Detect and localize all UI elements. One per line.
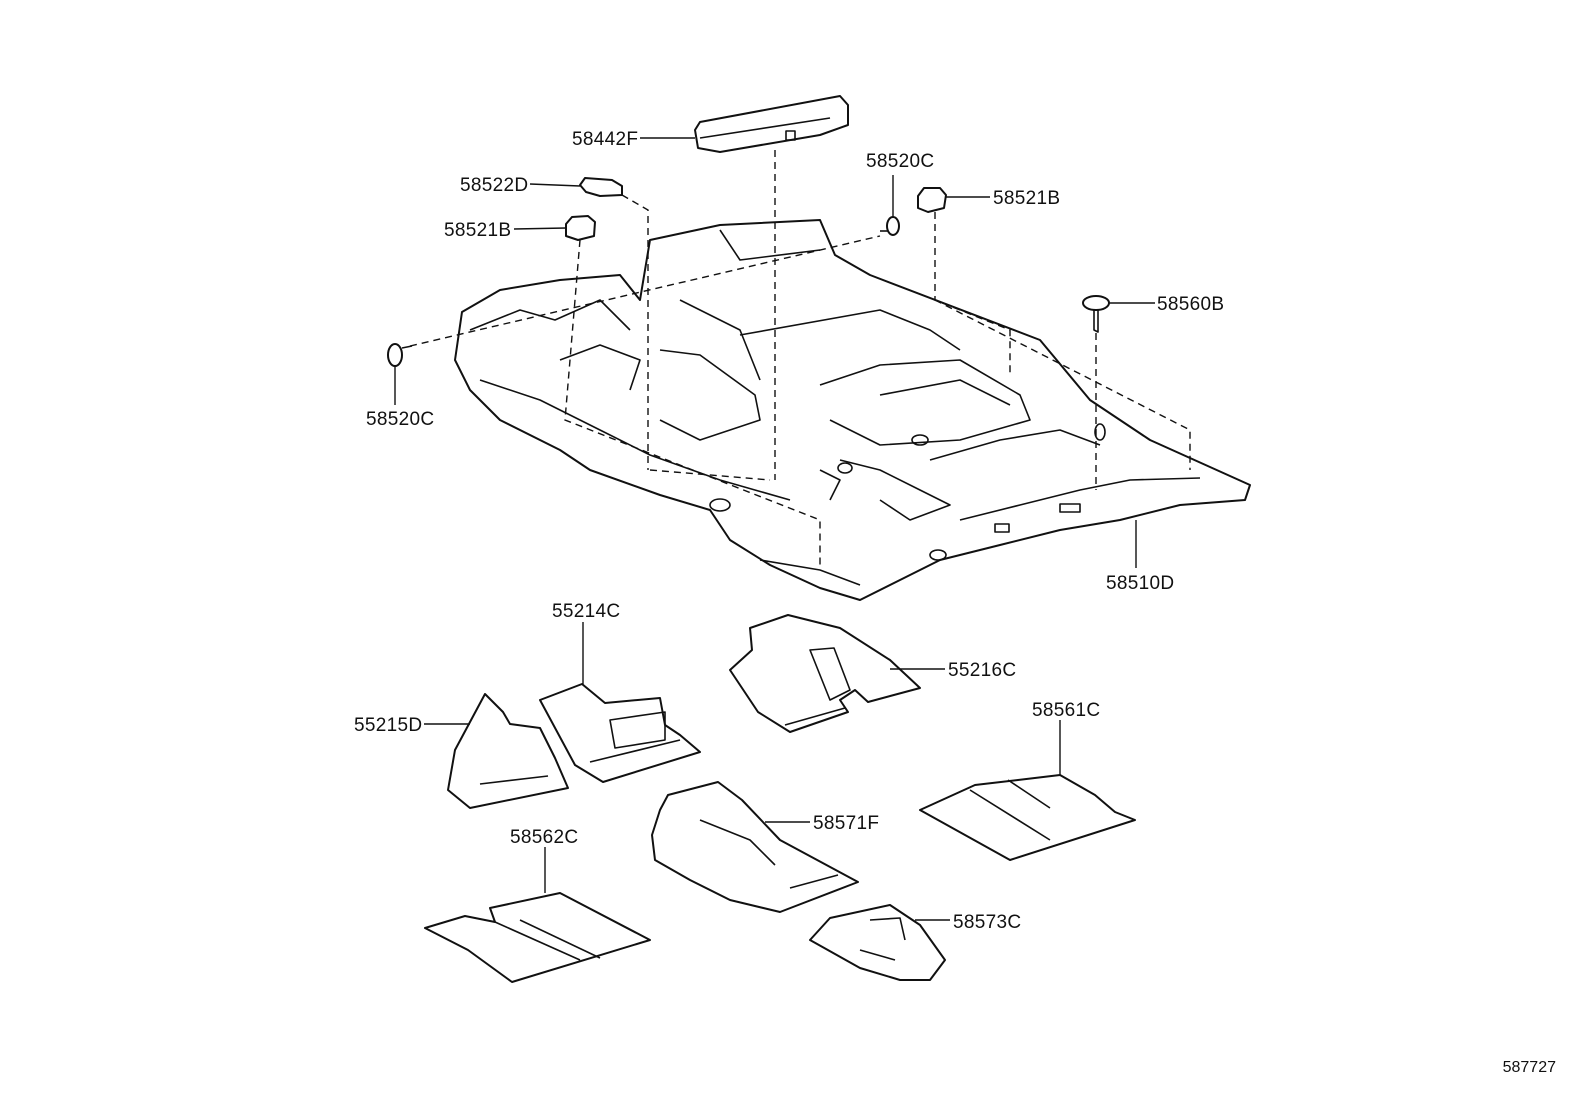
- callout-58561C: 58561C: [1032, 700, 1100, 721]
- pad-55216C: [729, 614, 921, 733]
- floor-carpet-58510D: [454, 219, 1251, 601]
- pad-58562C: [424, 892, 651, 983]
- callout-58521B-right: 58521B: [993, 188, 1060, 209]
- callout-58520C-top: 58520C: [866, 151, 934, 172]
- grommet-58520C-top: [880, 216, 900, 236]
- callout-58520C-left: 58520C: [366, 409, 434, 430]
- callout-58562C: 58562C: [510, 827, 578, 848]
- pad-58561C: [919, 774, 1136, 861]
- callout-58560B: 58560B: [1157, 294, 1224, 315]
- leader-lines: [394, 137, 1155, 921]
- callout-58571F: 58571F: [813, 813, 879, 834]
- pin-58560B: [1082, 295, 1110, 333]
- callout-58510D: 58510D: [1106, 573, 1174, 594]
- clip-58522D: [579, 177, 623, 197]
- pad-58571F: [651, 781, 859, 913]
- callout-55214C: 55214C: [552, 601, 620, 622]
- callout-58521B-left: 58521B: [444, 220, 511, 241]
- dashed-attachment-lines: [409, 150, 1191, 570]
- pad-55214C: [539, 683, 701, 783]
- callout-58573C: 58573C: [953, 912, 1021, 933]
- callout-58442F: 58442F: [572, 129, 638, 150]
- clip-58521B-right: [917, 187, 947, 213]
- pad-55215D: [447, 693, 569, 809]
- diagram-reference-number: 587727: [1502, 1059, 1556, 1076]
- grommet-58520C-left: [387, 343, 413, 367]
- callout-58522D: 58522D: [460, 175, 528, 196]
- callout-55215D: 55215D: [354, 715, 422, 736]
- callout-labels: 58442F 58522D 58521B 58520C 58521B 58560…: [354, 129, 1224, 933]
- spacer-58442F: [694, 95, 849, 153]
- clip-58521B-left: [565, 215, 596, 241]
- pad-58573C: [809, 904, 946, 981]
- callout-55216C: 55216C: [948, 660, 1016, 681]
